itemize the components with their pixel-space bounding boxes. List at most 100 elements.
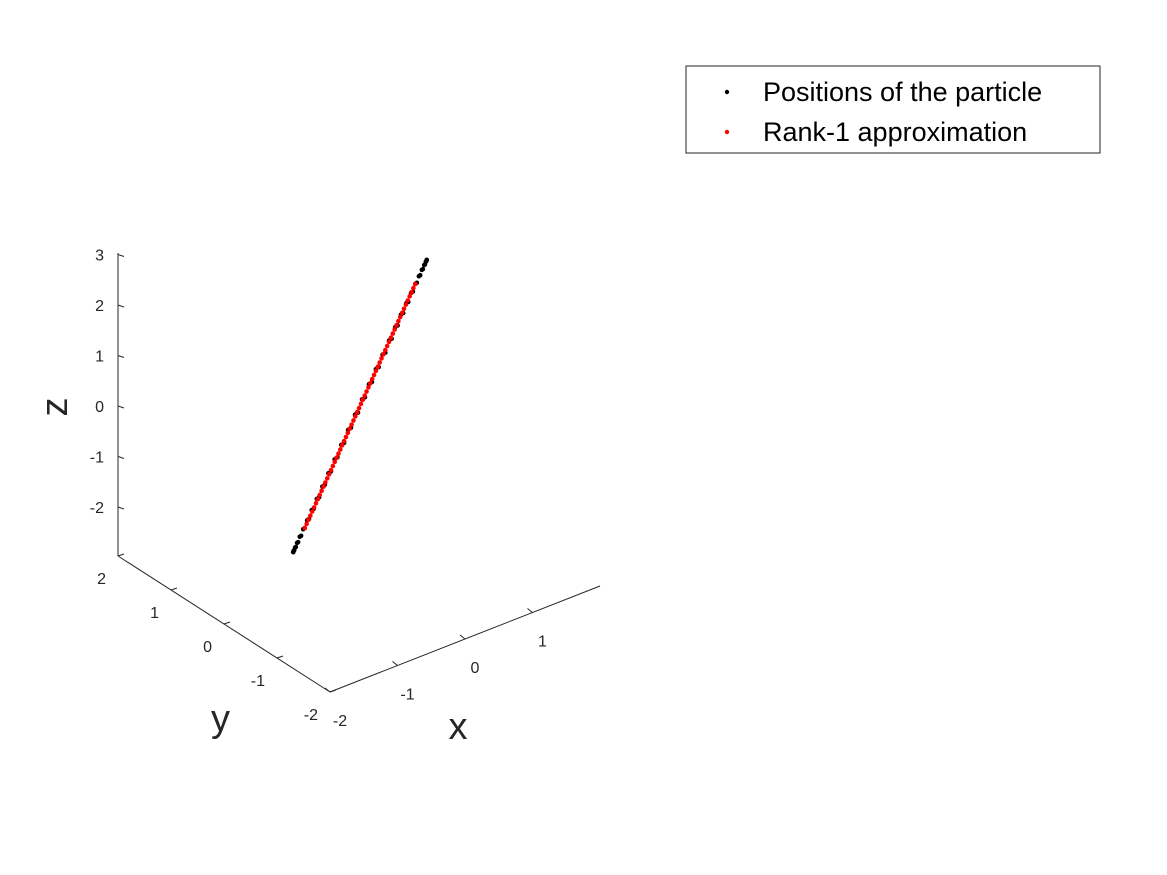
z-axis-label: z (34, 398, 76, 417)
rank1-point (411, 285, 416, 291)
rank1-point (319, 488, 324, 494)
rank1-point (317, 492, 323, 498)
rank1-point (353, 414, 358, 419)
x-tick-label: 0 (471, 660, 480, 677)
rank1-point (377, 360, 382, 365)
y-tick-mark (223, 621, 231, 625)
y-tick-mark (276, 655, 284, 659)
rank1-point (308, 513, 313, 518)
orbit-point (417, 272, 423, 278)
orbit-point (292, 545, 298, 550)
rank1-point (379, 356, 384, 361)
rank1-point (394, 323, 399, 328)
rank1-point (351, 418, 356, 423)
z-tick-label: 0 (95, 399, 104, 416)
orbit-point (422, 262, 428, 267)
x-tick-label: -1 (400, 687, 414, 704)
rank1-point (360, 397, 366, 403)
rank1-point (334, 455, 339, 461)
rank1-point (343, 434, 349, 440)
x-tick-label: -2 (333, 713, 347, 730)
rank1-point (358, 401, 364, 407)
rank1-point (330, 463, 336, 469)
rank1-point (306, 517, 311, 523)
rank1-point (326, 471, 332, 477)
y-tick-label: 2 (97, 571, 106, 588)
rank1-point (321, 484, 326, 489)
rank1-point (368, 380, 373, 386)
rank1-point (403, 302, 409, 307)
y-tick-label: -2 (304, 707, 318, 724)
z-tick-mark (117, 254, 125, 257)
rank1-point (371, 372, 377, 378)
rank1-point (364, 389, 369, 394)
x-tick-mark (324, 687, 331, 693)
z-tick-label: 2 (95, 298, 104, 315)
rank1-point (382, 347, 388, 353)
rank1-point (397, 314, 403, 320)
z-tick-label: 1 (95, 349, 104, 366)
plot-axes (117, 253, 601, 693)
legend-label-positions: Positions of the particle (763, 77, 1042, 107)
rank1-point (332, 459, 338, 465)
rank1-point (396, 318, 401, 324)
z-tick-label: -2 (90, 500, 104, 517)
rank1-point (373, 368, 379, 374)
orbit-point (420, 266, 426, 272)
rank1-point (324, 476, 330, 481)
rank1-point (315, 496, 321, 502)
y-axis-label: y (211, 698, 230, 740)
z-ticks: -2 -1 0 1 2 3 (90, 248, 125, 517)
z-tick-mark (117, 405, 125, 409)
x-tick-mark (527, 608, 533, 613)
rank1-point (405, 298, 411, 303)
rank1-point (323, 480, 328, 485)
y-tick-label: 1 (150, 605, 159, 622)
rank1-point (401, 306, 407, 312)
y-tick-mark (170, 587, 178, 591)
rank1-point (341, 438, 347, 444)
rank1-point (347, 426, 353, 432)
rank1-point (313, 500, 319, 506)
rank1-point (407, 294, 412, 299)
rank1-point (338, 447, 343, 452)
rank1-point (381, 351, 386, 357)
rank1-point (388, 335, 394, 341)
x-tick-mark (459, 634, 466, 640)
legend-marker-rank1 (724, 129, 730, 135)
orbit-point (297, 534, 303, 540)
rank1-point (399, 310, 405, 316)
rank1-point (356, 405, 362, 411)
rank1-point (369, 376, 375, 382)
z-tick-label: 3 (95, 248, 104, 265)
rank1-point (345, 430, 351, 436)
x-ticks: -2-101 (324, 608, 547, 730)
rank1-point (302, 525, 308, 531)
rank1-point (328, 467, 334, 473)
z-tick-mark (117, 506, 125, 510)
rank1-point (336, 451, 341, 456)
rank1-point (304, 521, 309, 527)
legend-box (685, 65, 1101, 154)
z-tick-mark (117, 304, 125, 308)
z-tick-label: -1 (90, 450, 104, 467)
rank1-point (386, 339, 392, 345)
x-tick-mark (392, 661, 398, 666)
y-tick-mark (117, 553, 125, 557)
rank1-point (362, 393, 367, 398)
orbit-point (294, 540, 300, 546)
rank1-point (339, 443, 345, 448)
y-tick-mark (329, 689, 337, 693)
rank1-point (409, 289, 414, 295)
legend: Positions of the particle Rank-1 approxi… (685, 65, 1101, 154)
legend-marker-positions (724, 89, 730, 95)
rank1-point (375, 364, 381, 369)
rank1-point (390, 331, 396, 336)
y-tick-label: -1 (251, 673, 265, 690)
rank1-point (309, 509, 315, 514)
rank1-point (354, 409, 360, 415)
rank1-point (412, 281, 418, 287)
rank1-point (349, 422, 354, 427)
